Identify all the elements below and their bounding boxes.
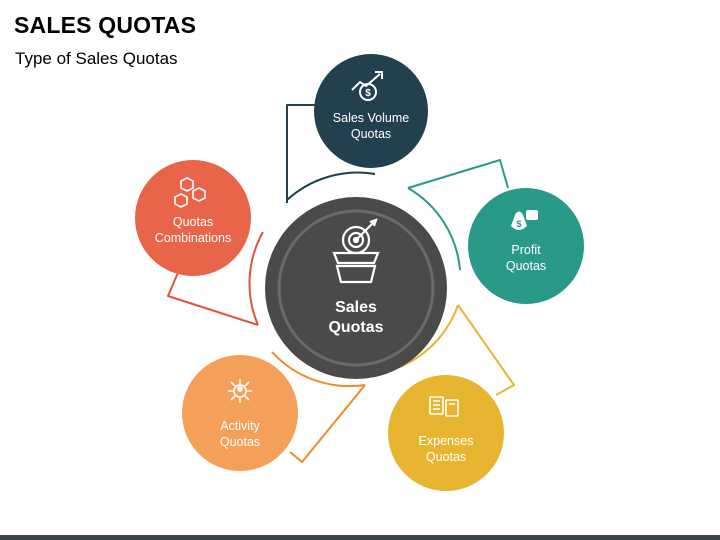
node-circle-activity	[182, 355, 298, 471]
node-label-profit: Profit Quotas	[505, 243, 547, 273]
dollar-sign-glyph: $	[365, 88, 371, 99]
node-circle-combinations	[135, 160, 251, 276]
node-label-combinations: Quotas Combinations	[154, 215, 232, 245]
center-inner-ring	[277, 209, 435, 367]
arc-profit	[407, 187, 461, 271]
node-circle-expenses	[388, 375, 504, 491]
node-circle-sales-volume	[314, 54, 428, 168]
page-title: SALES QUOTAS	[14, 12, 197, 38]
node-label-sales-volume: Sales Volume Quotas	[332, 111, 410, 141]
connector-profit	[407, 159, 509, 189]
arc-combinations	[248, 231, 264, 326]
bottom-bar	[0, 535, 720, 540]
dollar-growth-icon	[351, 71, 383, 101]
arc-activity	[271, 351, 366, 388]
arc-sales-volume	[286, 171, 376, 201]
connector-activity	[289, 384, 366, 463]
node-circle-profit	[468, 188, 584, 304]
center-circle	[265, 197, 447, 379]
connector-expenses	[457, 304, 515, 396]
node-label-activity: Activity Quotas	[219, 419, 261, 449]
node-label-expenses: Expenses Quotas	[418, 434, 474, 464]
target-basket-icon	[332, 218, 380, 284]
receipt-calculator-icon	[429, 396, 459, 417]
money-bag-hand-icon	[511, 210, 538, 230]
profit-dollar-glyph: $	[516, 219, 521, 229]
connector-sales-volume	[286, 104, 316, 203]
center-label: Sales Quotas	[328, 299, 384, 336]
page-subtitle: Type of Sales Quotas	[15, 49, 178, 68]
connector-combinations	[167, 267, 259, 326]
hexagon-cluster-icon	[174, 177, 206, 208]
person-network-icon	[228, 379, 252, 403]
